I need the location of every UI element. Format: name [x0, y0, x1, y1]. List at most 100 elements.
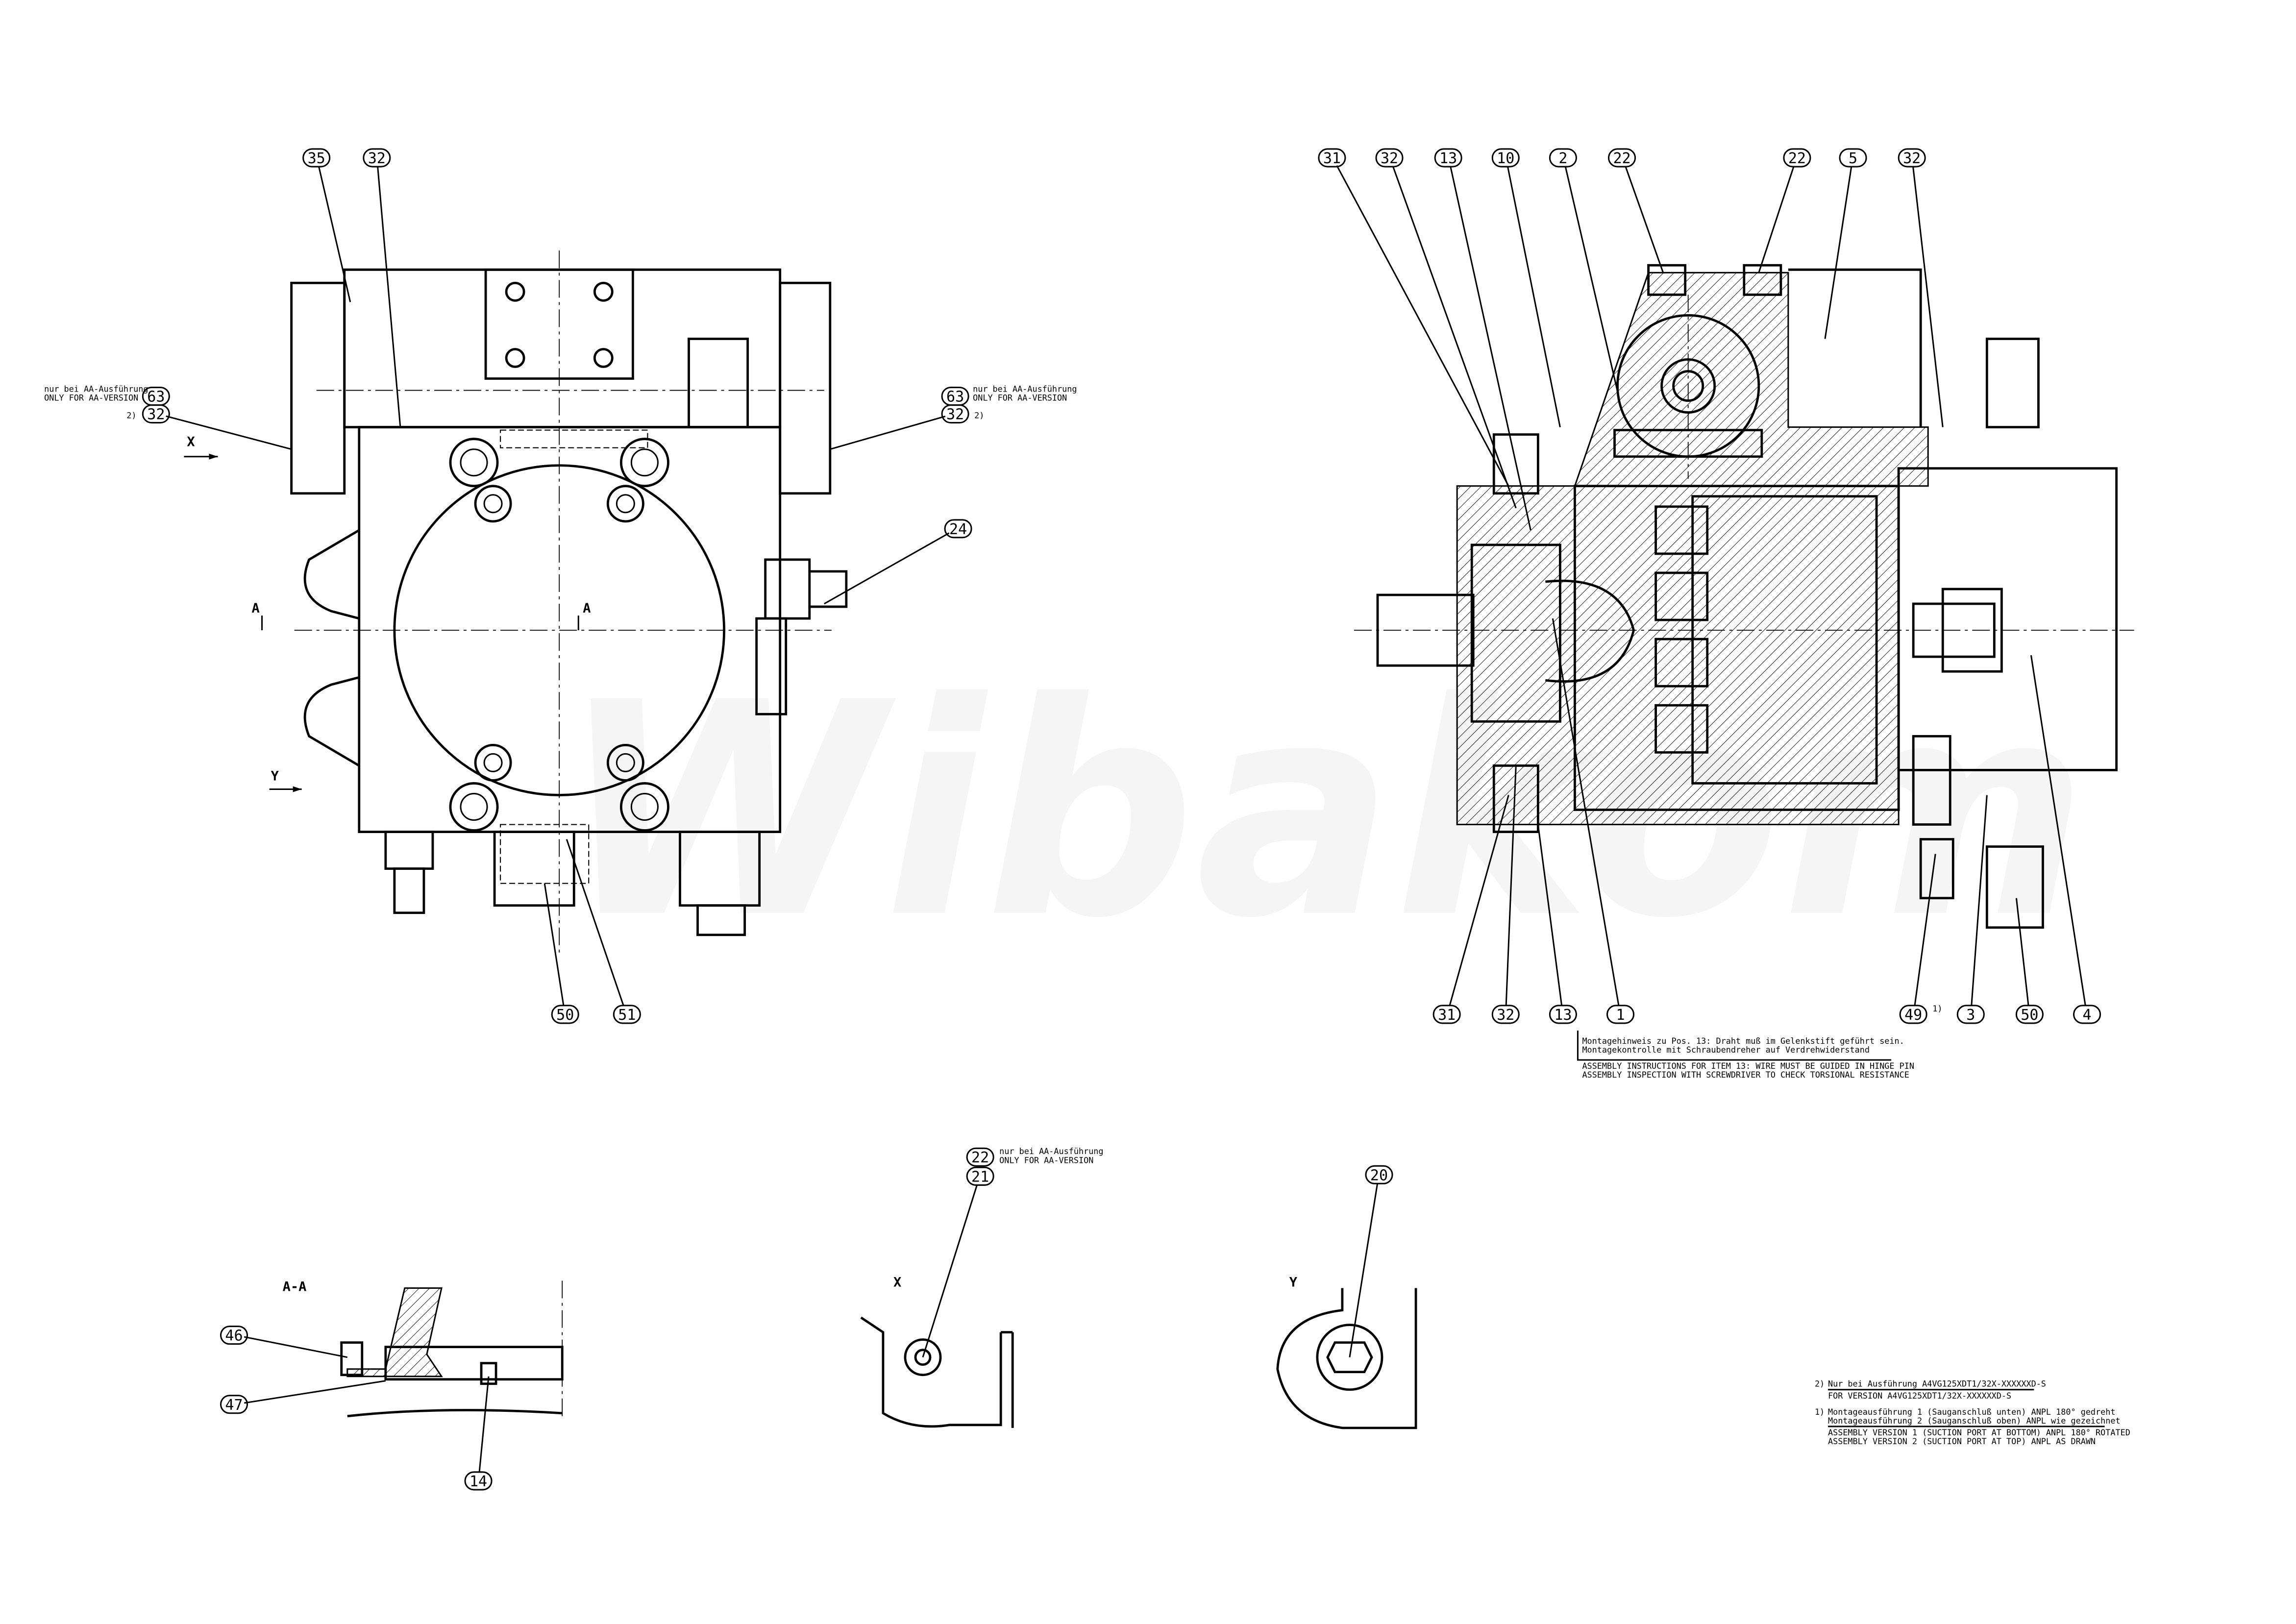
item-balloon: 47: [220, 1380, 386, 1414]
leader-line: [543, 883, 565, 1006]
item-balloon: 32: [1898, 148, 1944, 427]
footnote-1-label: 1): [1815, 1407, 1825, 1417]
detail-y-title: Y: [1289, 1275, 1298, 1290]
screw-icon: [593, 281, 614, 302]
balloon-number: 5: [1849, 150, 1857, 167]
footnote-2-de: Nur bei Ausführung A4VG125XDT1/32X-XXXXX…: [1828, 1379, 2046, 1389]
leader-line: [1450, 166, 1531, 531]
assembly-note-de-2: Montagekontrolle mit Schraubendreher auf…: [1582, 1045, 1870, 1055]
bolt-icon: [474, 485, 512, 523]
screw-icon: [593, 348, 614, 368]
item-balloon: 63: [142, 387, 170, 406]
item-balloon: 5: [1824, 148, 1867, 339]
bolt-icon: [619, 438, 669, 488]
leader-line: [1625, 166, 1664, 273]
leader-line: [1449, 795, 1509, 1007]
aa-note-en-left: ONLY FOR AA-VERSION: [44, 393, 138, 403]
leader-line: [824, 532, 950, 605]
leader-line: [478, 1376, 490, 1473]
assembly-note-en-1: ASSEMBLY INSTRUCTIONS FOR ITEM 13: WIRE …: [1582, 1061, 1914, 1071]
bolt-icon: [449, 438, 499, 488]
leader-line: [566, 839, 624, 1007]
balloon-number: 24: [949, 521, 967, 538]
leader-line: [244, 1380, 386, 1404]
balloon-number: 13: [1554, 1007, 1572, 1024]
balloon-number: 32: [368, 150, 386, 167]
item-balloon: 1: [1552, 618, 1635, 1024]
piston: [1654, 571, 1709, 621]
detail-y: Y: [1276, 1275, 1417, 1429]
balloon-number: 1: [1616, 1007, 1625, 1024]
balloon-outline: [142, 404, 170, 424]
leader-line: [244, 1336, 348, 1358]
balloon-outline: [2073, 1005, 2101, 1024]
aa-note-de-left: nur bei AA-Ausführung: [44, 384, 148, 394]
footnote-ref-right: 2): [974, 411, 984, 420]
detail-x-note-en: ONLY FOR AA-VERSION: [999, 1155, 1093, 1165]
section-a-label-right: A: [583, 601, 591, 616]
balloon-number: 47: [225, 1397, 243, 1414]
leader-line: [1824, 166, 1852, 339]
balloon-outline: [1898, 148, 1926, 168]
balloon-number: 4: [2083, 1007, 2092, 1024]
item-balloon: 32: [1375, 148, 1517, 509]
balloon-outline: [220, 1395, 248, 1414]
leader-line: [1914, 854, 1936, 1006]
leader-line: [1336, 165, 1509, 487]
item-balloon: 22: [1608, 148, 1664, 273]
detail-x-note-de: nur bei AA-Ausführung: [999, 1146, 1103, 1156]
bolt-icon: [606, 743, 644, 782]
item-balloon: 13: [1434, 148, 1531, 531]
bolt-icon: [619, 782, 669, 832]
section-a-a-detail: A-A: [283, 1280, 564, 1421]
balloon-number: 32: [946, 406, 964, 423]
leader-line: [1758, 166, 1795, 273]
item-balloon: 14: [464, 1376, 493, 1491]
item-balloon: 13: [1537, 824, 1577, 1024]
item-balloon: 32: [363, 148, 401, 427]
balloon-outline: [1899, 1005, 1927, 1024]
balloon-number: 22: [1613, 150, 1630, 167]
balloon-outline: [1432, 1005, 1461, 1024]
item-balloon: 3: [1956, 795, 1988, 1024]
item-balloon: 49: [1899, 854, 1936, 1024]
balloon-number: 22: [1788, 150, 1806, 167]
item-balloon: 50: [2015, 898, 2044, 1024]
balloon-outline: [363, 148, 391, 168]
view-x-label: X: [187, 435, 195, 450]
bolt-icon: [606, 485, 644, 523]
leader-line: [318, 166, 351, 302]
balloon-outline: [1365, 1165, 1393, 1184]
balloon-outline: [613, 1005, 641, 1024]
leader-line: [377, 166, 401, 427]
screw-icon: [505, 348, 525, 368]
footnote-1-de-2: Montageausführung 2 (Sauganschluß oben) …: [1828, 1416, 2121, 1426]
balloon-number: 22: [971, 1149, 989, 1166]
item-balloon: 21: [922, 1166, 994, 1358]
item-balloon: 32: [142, 404, 292, 450]
leader-line: [1971, 795, 1988, 1006]
front-view-pump: X Y A A nur bei AA-Ausführung ONLY FOR A…: [44, 250, 1077, 957]
leader-line: [1564, 166, 1620, 398]
assembly-note-en-2: ASSEMBLY INSPECTION WITH SCREWDRIVER TO …: [1582, 1070, 1909, 1080]
item-balloon: 35: [302, 148, 351, 302]
balloon-outline: [1783, 148, 1811, 168]
balloon-outline: [944, 519, 972, 539]
balloon-outline: [1608, 148, 1636, 168]
balloon-number: 50: [556, 1007, 574, 1024]
balloon-outline: [1549, 1005, 1577, 1024]
leader-line: [2015, 898, 2029, 1006]
balloon-number: 32: [1497, 1007, 1514, 1024]
balloon-outline: [1491, 148, 1520, 168]
detail-x: X nur bei AA-Ausführung ONLY FOR AA-VERS…: [860, 1146, 1104, 1428]
piston: [1654, 704, 1709, 754]
section-a-a-title: A-A: [283, 1280, 307, 1295]
bolt-icon: [474, 743, 512, 782]
footnote-ref-left: 2): [126, 411, 136, 420]
balloon-outline: [941, 404, 969, 424]
balloon-number: 2: [1558, 150, 1567, 167]
footnote-2-en: FOR VERSION A4VG125XDT1/32X-XXXXXXD-S: [1828, 1391, 2011, 1401]
item-balloon: 10: [1491, 148, 1561, 427]
